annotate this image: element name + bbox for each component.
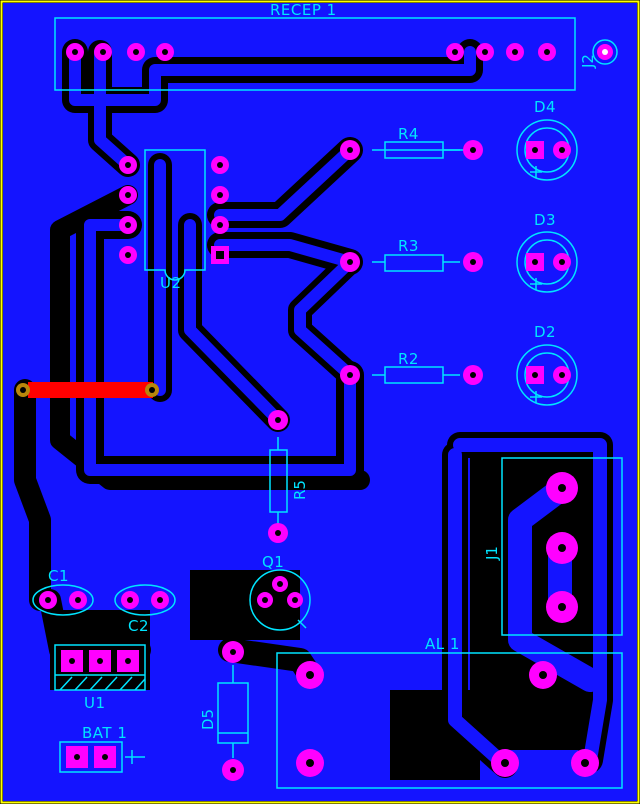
copper-traces — [69, 46, 607, 772]
al1-outline — [276, 652, 623, 789]
label-recep1: RECEP 1 — [270, 1, 337, 19]
component-labels: RECEP 1 J2 U2 R4 R3 R2 D4 D3 D2 R5 Q1 C1… — [48, 1, 597, 742]
drill-holes — [45, 49, 589, 773]
recep1-outline — [54, 17, 576, 91]
label-c2: C2 — [128, 617, 149, 635]
label-c1: C1 — [48, 567, 69, 585]
label-d2: D2 — [534, 323, 556, 341]
r3-body — [384, 254, 444, 272]
d2-outline — [516, 344, 578, 406]
c1-outline — [32, 584, 94, 616]
label-d3: D3 — [534, 211, 556, 229]
d3-outline — [516, 231, 578, 293]
via-right-hole — [149, 387, 155, 393]
label-r5: R5 — [291, 480, 309, 500]
label-r2: R2 — [398, 350, 419, 368]
label-r4: R4 — [398, 125, 419, 143]
d4-outline — [516, 119, 578, 181]
label-d4: D4 — [534, 98, 556, 116]
top-layer-trace — [28, 382, 153, 398]
bat1-outline — [59, 741, 123, 773]
j1-outline — [501, 457, 623, 636]
u1-outline — [54, 644, 146, 691]
label-u1: U1 — [84, 694, 106, 712]
silkscreen — [32, 17, 623, 789]
label-q1: Q1 — [262, 553, 284, 571]
label-j2: J2 — [579, 54, 597, 69]
via-left-hole — [20, 387, 26, 393]
label-al1: AL 1 — [425, 635, 460, 653]
u2-outline — [144, 149, 206, 281]
label-r3: R3 — [398, 237, 419, 255]
j2-pad — [592, 39, 618, 65]
label-bat1: BAT 1 — [82, 724, 127, 742]
label-j1: J1 — [483, 546, 501, 561]
label-u2: U2 — [160, 274, 182, 292]
c2-outline — [114, 584, 176, 616]
label-d5: D5 — [199, 709, 217, 730]
q1-outline — [249, 569, 311, 631]
